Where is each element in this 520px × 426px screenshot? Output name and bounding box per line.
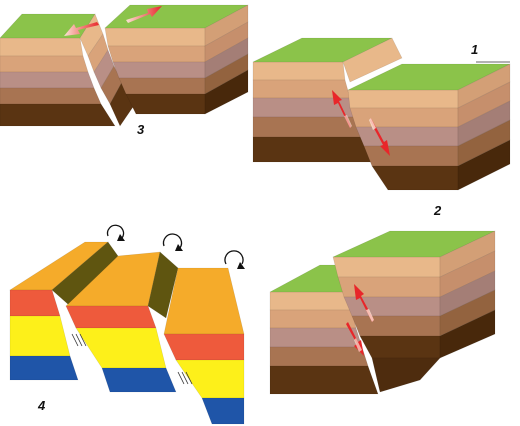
block-4-tilted-blocks: 4 [8,224,245,425]
block-1-fault-face [342,37,403,83]
block-normal-fault [269,230,496,395]
block-3-right-arrow-icon [126,6,162,23]
block-1-right-front [347,89,459,191]
block-5-up-arrow-icon [354,284,374,322]
block-1-right-side [457,63,511,191]
block-5-right-side [439,230,496,359]
label-3: 3 [137,122,145,137]
block-3-right-side [204,4,249,115]
block-4-rotation-arrow-icon [106,224,244,265]
block-3-left-arrow-icon [64,22,99,36]
block-4-rotation-arrowhead-icon [117,234,245,269]
block-4-block-a [8,241,109,381]
block-3-right-front [104,27,206,115]
block-4-block-c [163,267,245,425]
block-1-up-arrow-icon [332,90,352,128]
block-3-strike-slip: 3 [0,4,249,137]
block-5-down-arrow-icon [346,322,364,356]
block-4-block-b [65,251,177,393]
label-4: 4 [37,398,46,413]
label-1: 1 [471,42,478,57]
block-3-left-top [0,13,96,39]
block-3-left-front [0,37,116,127]
block-1-reverse-fault: 1 2 [252,37,511,218]
label-2: 2 [433,203,442,218]
block-1-down-arrow-icon [369,118,390,156]
block-4-slip-marks-icon [71,333,193,385]
